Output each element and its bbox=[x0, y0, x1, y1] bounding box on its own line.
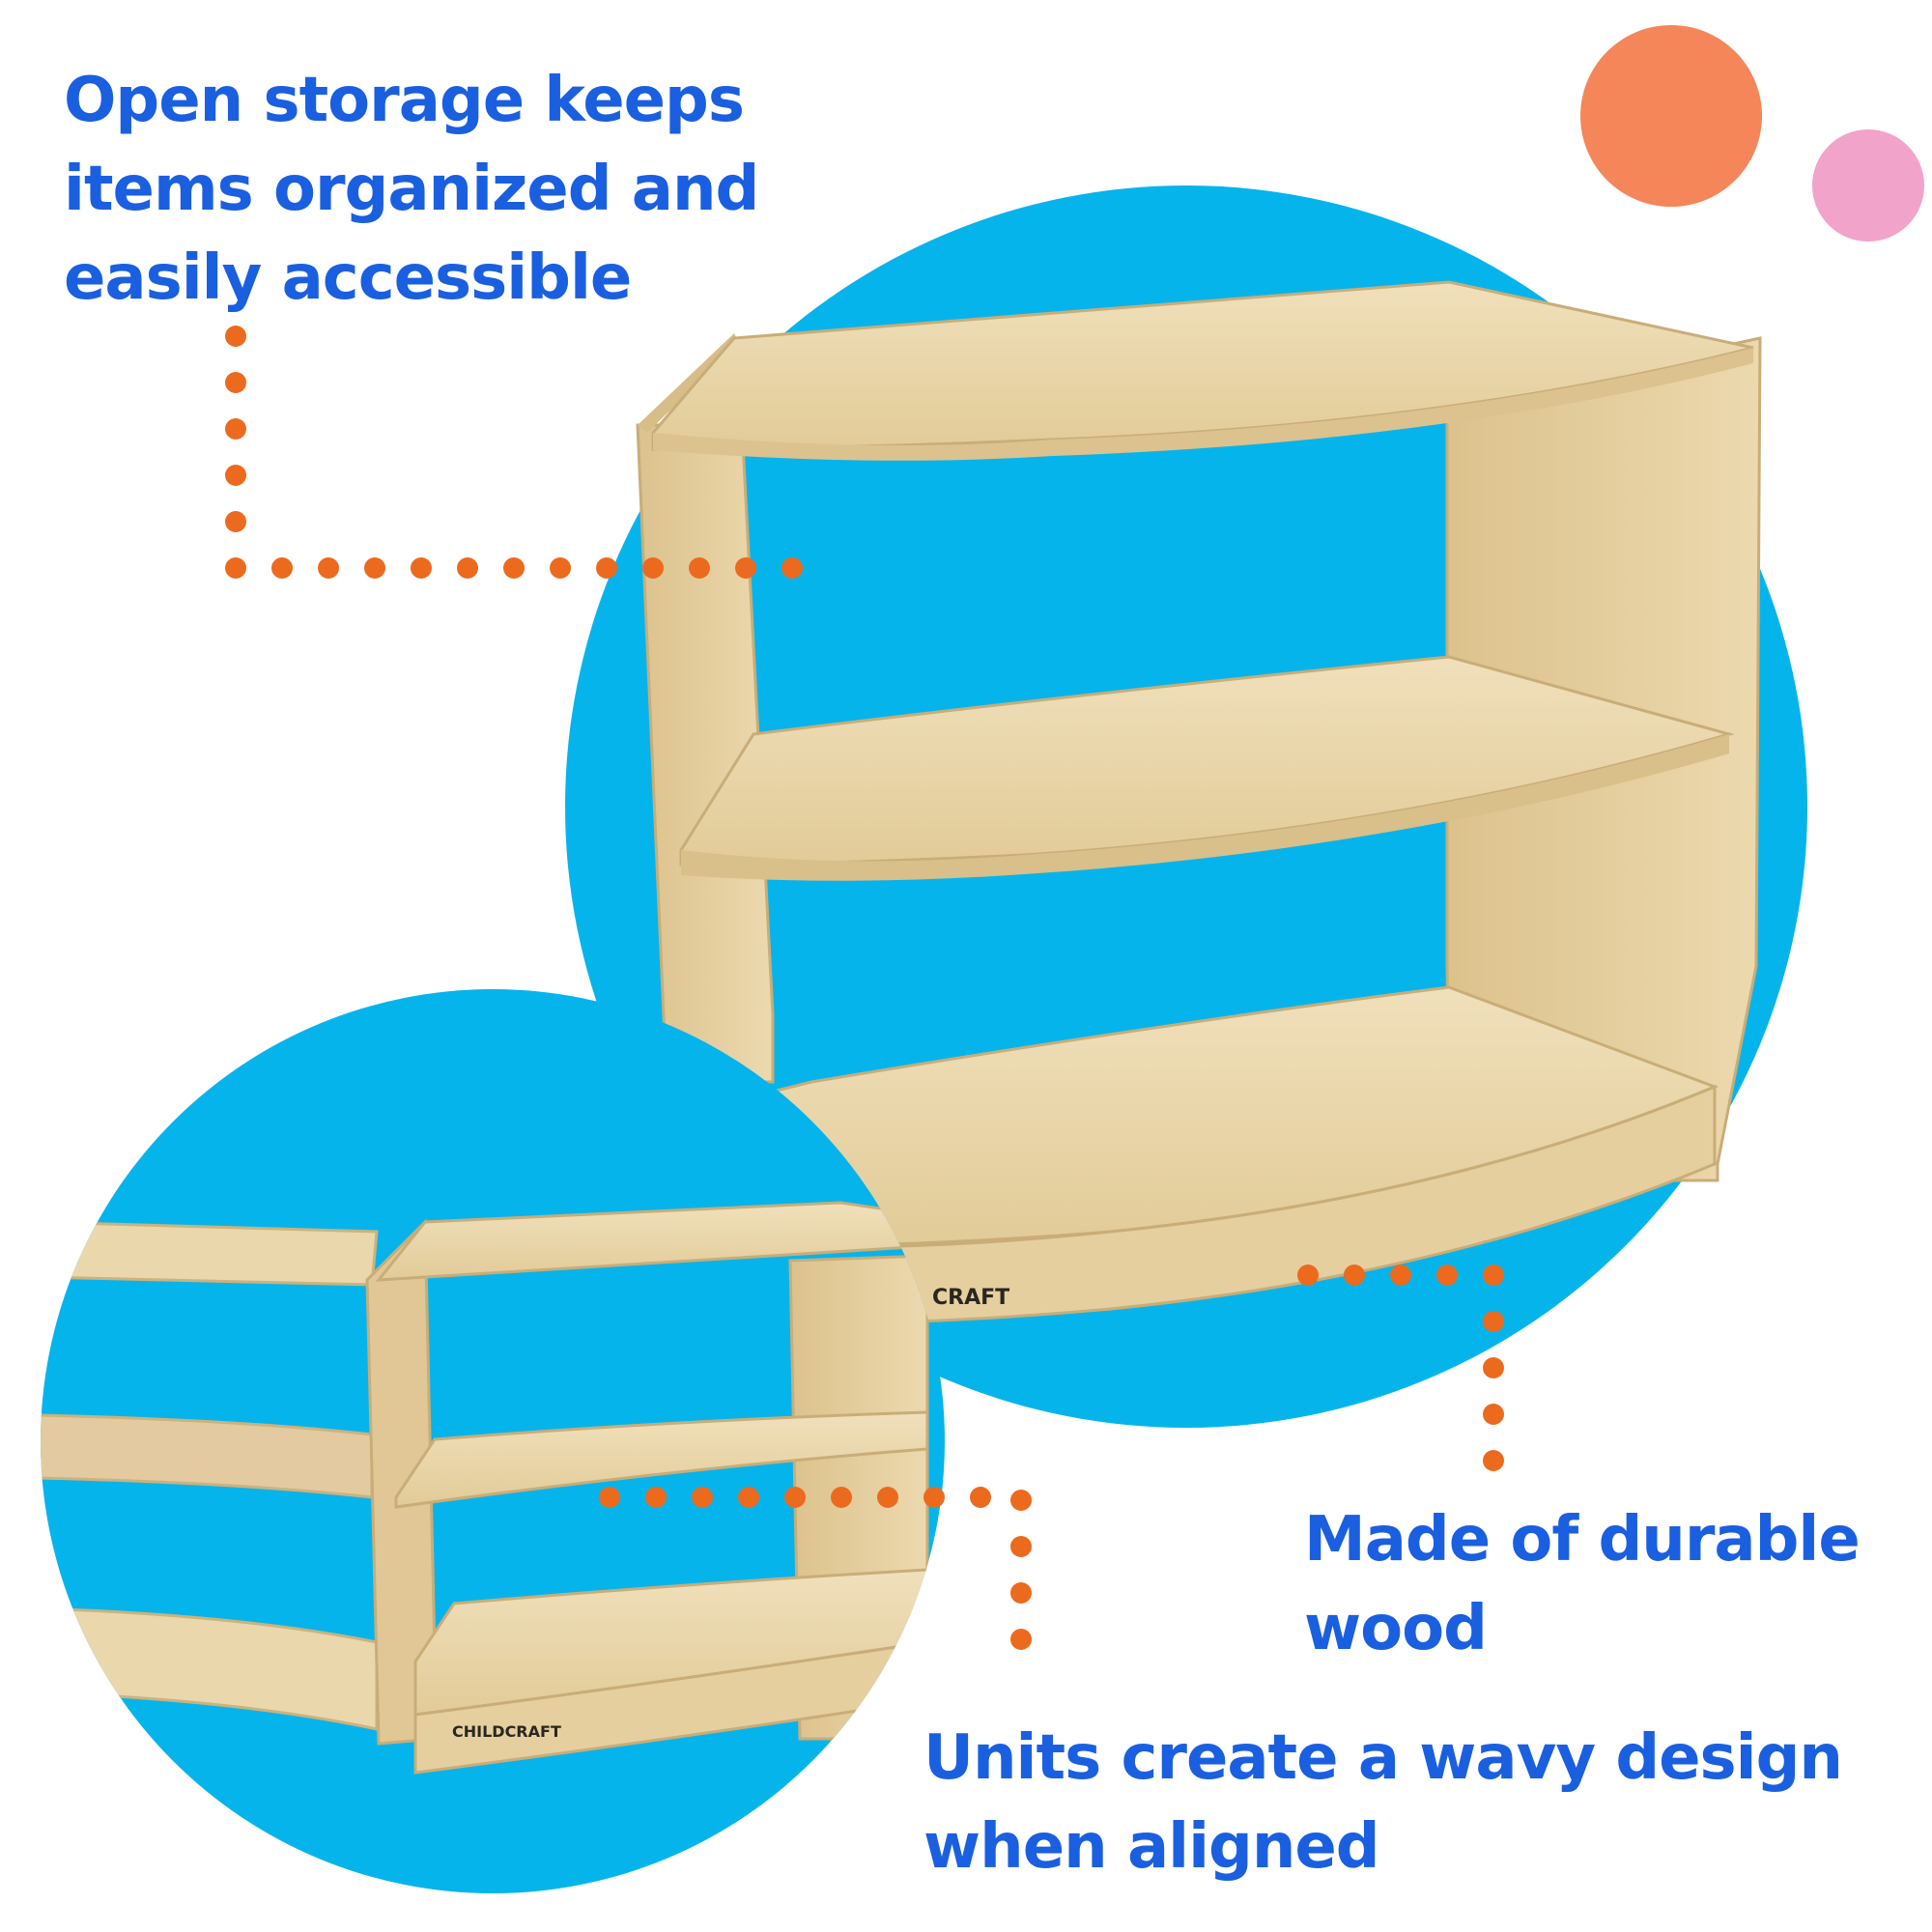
main-shelf-logo: CRAFT bbox=[932, 1286, 1009, 1310]
inset-shelf-logo: CHILDCRAFT bbox=[452, 1722, 561, 1741]
callout-open-storage: Open storage keeps items organized and e… bbox=[64, 65, 759, 314]
pink-decor-circle bbox=[1812, 129, 1924, 242]
left-panel-edge bbox=[638, 333, 739, 433]
orange-decor-circle bbox=[1580, 25, 1762, 207]
leader-line-wavy-design bbox=[599, 1487, 1032, 1650]
callout-wavy-design: Units create a wavy design when aligned bbox=[923, 1722, 1843, 1883]
inset-left-unit-base bbox=[41, 1606, 379, 1731]
inset-right-unit-middle-shelf bbox=[394, 1410, 929, 1509]
leader-line-open-storage bbox=[225, 326, 803, 579]
leader-line-durable-wood bbox=[1297, 1264, 1504, 1471]
top-shelf-front-edge bbox=[653, 348, 1753, 461]
callout-durable-wood: Made of durable wood bbox=[1304, 1504, 1861, 1664]
middle-shelf-front-edge bbox=[681, 734, 1729, 881]
middle-shelf bbox=[679, 655, 1735, 867]
bottom-base-front bbox=[771, 1084, 1717, 1325]
